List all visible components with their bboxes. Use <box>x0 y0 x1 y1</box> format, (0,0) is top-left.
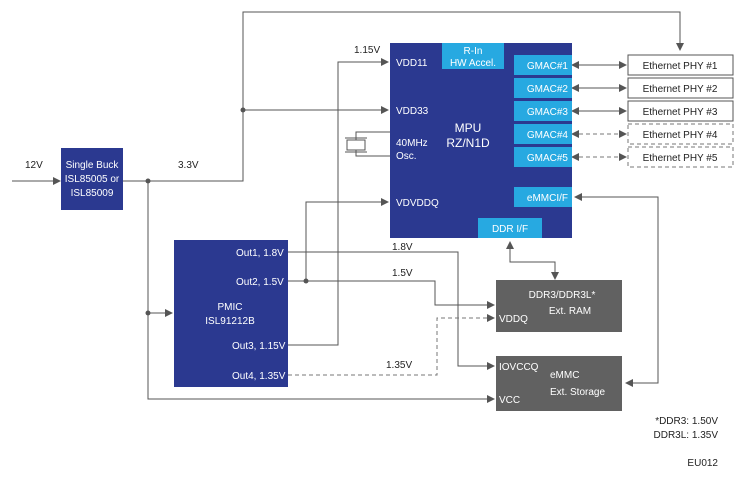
osc-line1: 40MHz <box>396 138 428 149</box>
osc-line2: Osc. <box>396 151 417 162</box>
rail-3v3-to-phy1-wire <box>123 11 684 182</box>
ddr-if-label: DDR I/F <box>492 224 528 235</box>
gmac1-label: GMAC#1 <box>527 61 569 72</box>
buck-block: Single Buck ISL85005 or ISL85009 <box>61 148 123 210</box>
mpu-part: RZ/N1D <box>446 136 490 150</box>
rail-1v8-to-iovccq-wire <box>288 251 495 370</box>
ethernet-phy-5 <box>627 146 734 168</box>
gmac3-block <box>514 101 572 121</box>
emmc-line1: eMMC <box>550 370 579 381</box>
pmic-out3-label: Out3, 1.15V <box>232 341 286 352</box>
figure-id: EU012 <box>687 458 718 469</box>
ethernet-phy-1 <box>627 54 734 76</box>
gmac2-label: GMAC#2 <box>527 84 569 95</box>
ethernet-phy-2-label: Ethernet PHY #2 <box>643 84 718 95</box>
pin-vdvddq: VDVDDQ <box>396 198 439 209</box>
osc-wire <box>355 150 392 157</box>
buck-line3: ISL85009 <box>71 188 114 199</box>
ddr-pin-vddq: VDDQ <box>499 314 528 325</box>
crystal-icon <box>346 139 366 151</box>
mpu-name: MPU <box>455 121 482 135</box>
ddr-line1: DDR3/DDR3L* <box>529 290 596 301</box>
osc-wire <box>355 131 392 140</box>
pin-vdd33: VDD33 <box>396 106 429 117</box>
rail-1v35-to-ddr-wire <box>288 314 495 376</box>
footnote-line2: DDR3L: 1.35V <box>654 430 719 441</box>
label-12v: 12V <box>25 160 43 171</box>
pmic-out1-label: Out1, 1.8V <box>236 248 284 259</box>
ddr-bus-wire <box>506 241 559 280</box>
emmc-pin-vcc: VCC <box>499 395 520 406</box>
ethernet-phy-5-label: Ethernet PHY #5 <box>643 153 718 164</box>
label-1v5: 1.5V <box>392 268 413 279</box>
rail-3v3-to-pmic-wire <box>147 181 173 317</box>
junction-dot <box>303 278 309 284</box>
rail-1v15-wire <box>288 58 389 346</box>
mpu-block: R-In HW Accel. VDD11 VDD33 40MHz Osc. VD… <box>390 43 572 238</box>
ethernet-phys: Ethernet PHY #1 Ethernet PHY #2 Ethernet… <box>627 54 734 168</box>
pmic-out2-label: Out2, 1.5V <box>236 277 284 288</box>
ddr-line2: Ext. RAM <box>549 306 591 317</box>
emmc-pin-iovccq: IOVCCQ <box>499 362 539 373</box>
buck-line1: Single Buck <box>66 160 120 171</box>
rail-1v5-to-ddr-wire <box>288 280 495 309</box>
emmc-if-block <box>514 187 572 207</box>
ethernet-phy-3-label: Ethernet PHY #3 <box>643 107 718 118</box>
pmic-part: ISL91212B <box>205 316 255 327</box>
gmac4-block <box>514 124 572 144</box>
ethernet-phy-1-label: Ethernet PHY #1 <box>643 61 718 72</box>
emmc-block: IOVCCQ VCC eMMC Ext. Storage <box>496 356 622 411</box>
rin-line1: R-In <box>464 46 483 57</box>
ddr-if-block <box>478 218 542 238</box>
rail-1v5-to-vdvddq-wire <box>305 198 389 281</box>
ethernet-phy-4-label: Ethernet PHY #4 <box>643 130 718 141</box>
gmac2-block <box>514 78 572 98</box>
wires <box>12 11 684 403</box>
pmic-out4-label: Out4, 1.35V <box>232 371 286 382</box>
ethernet-phy-2 <box>627 77 734 99</box>
gmac5-block <box>514 147 572 167</box>
emmc-line2: Ext. Storage <box>550 387 605 398</box>
pin-vdd11: VDD11 <box>396 58 428 69</box>
ethernet-phy-3 <box>627 100 734 122</box>
footnote-line1: *DDR3: 1.50V <box>655 416 718 427</box>
rail-3v3-to-emmc-vcc-wire <box>147 313 495 403</box>
label-1v15: 1.15V <box>354 45 380 56</box>
pmic-block: Out1, 1.8V Out2, 1.5V Out3, 1.15V Out4, … <box>174 240 288 387</box>
buck-line2: ISL85005 or <box>65 174 120 185</box>
pmic-name: PMIC <box>218 302 243 313</box>
junction-dot <box>145 178 151 184</box>
gmac5-label: GMAC#5 <box>527 153 569 164</box>
emmc-bus-wire <box>574 193 659 387</box>
gmac1-block <box>514 55 572 75</box>
junction-dot <box>240 107 246 113</box>
ddr-block: DDR3/DDR3L* Ext. RAM VDDQ <box>496 280 622 332</box>
label-1v8: 1.8V <box>392 242 413 253</box>
emmc-if-label: eMMCI/F <box>527 193 568 204</box>
rin-accel-block <box>442 43 504 69</box>
rin-line2: HW Accel. <box>450 58 496 69</box>
gmac4-label: GMAC#4 <box>527 130 569 141</box>
label-1v35: 1.35V <box>386 360 412 371</box>
ethernet-phy-4 <box>627 123 734 145</box>
gmac3-label: GMAC#3 <box>527 107 569 118</box>
label-3v3: 3.3V <box>178 160 199 171</box>
